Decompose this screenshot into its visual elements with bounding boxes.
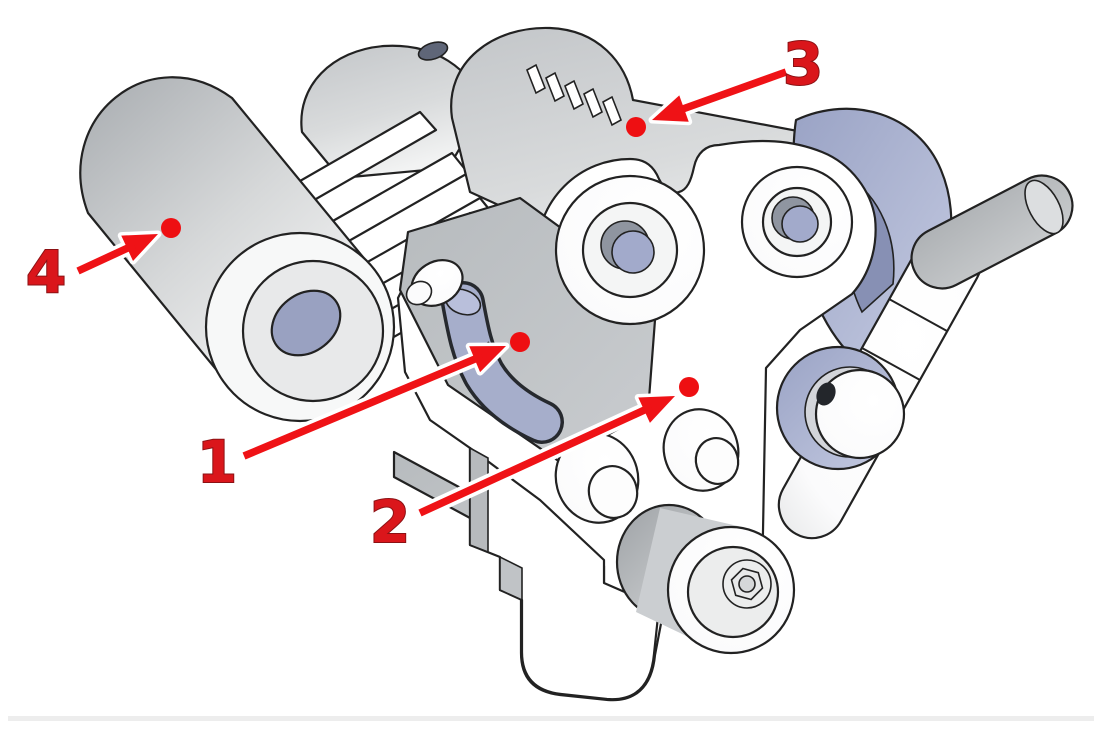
bearing-boss-right [740,165,854,279]
stud-boss-right [662,408,740,492]
callout-3-dot [626,117,646,137]
mounting-bracket [468,446,661,701]
muffler-bore [270,289,342,357]
spark-plug-nub [417,41,449,61]
callout-2-label: 2 [370,488,410,556]
head-fin-row [526,63,622,127]
callout-4-dot [161,218,181,238]
callout-4: 4 [25,218,181,307]
peg-cylinder [405,259,464,307]
callout-1-dot [510,332,530,352]
callout-1: 1 [196,332,530,497]
pulley-wheel [775,345,906,471]
callout-2-dot [679,377,699,397]
tensioner-roller [615,503,796,655]
callout-1-label: 1 [197,428,237,496]
callout-4-arrow-shaft [76,241,136,275]
bottom-rule [8,716,1094,721]
callout-2-arrow-shaft [418,403,653,517]
callout-1-arrow-shaft [242,352,484,460]
callout-3: 3 [626,29,824,137]
callout-2: 2 [369,377,699,557]
muffler-cylinder [79,76,396,423]
callout-3-arrow-shaft [675,68,788,115]
callout-3-label: 3 [783,30,823,98]
pulley-dome [814,368,906,460]
callout-4-label: 4 [26,238,66,306]
callout-layer: 1 2 3 4 [25,29,824,557]
bearing-boss-left [554,174,706,326]
